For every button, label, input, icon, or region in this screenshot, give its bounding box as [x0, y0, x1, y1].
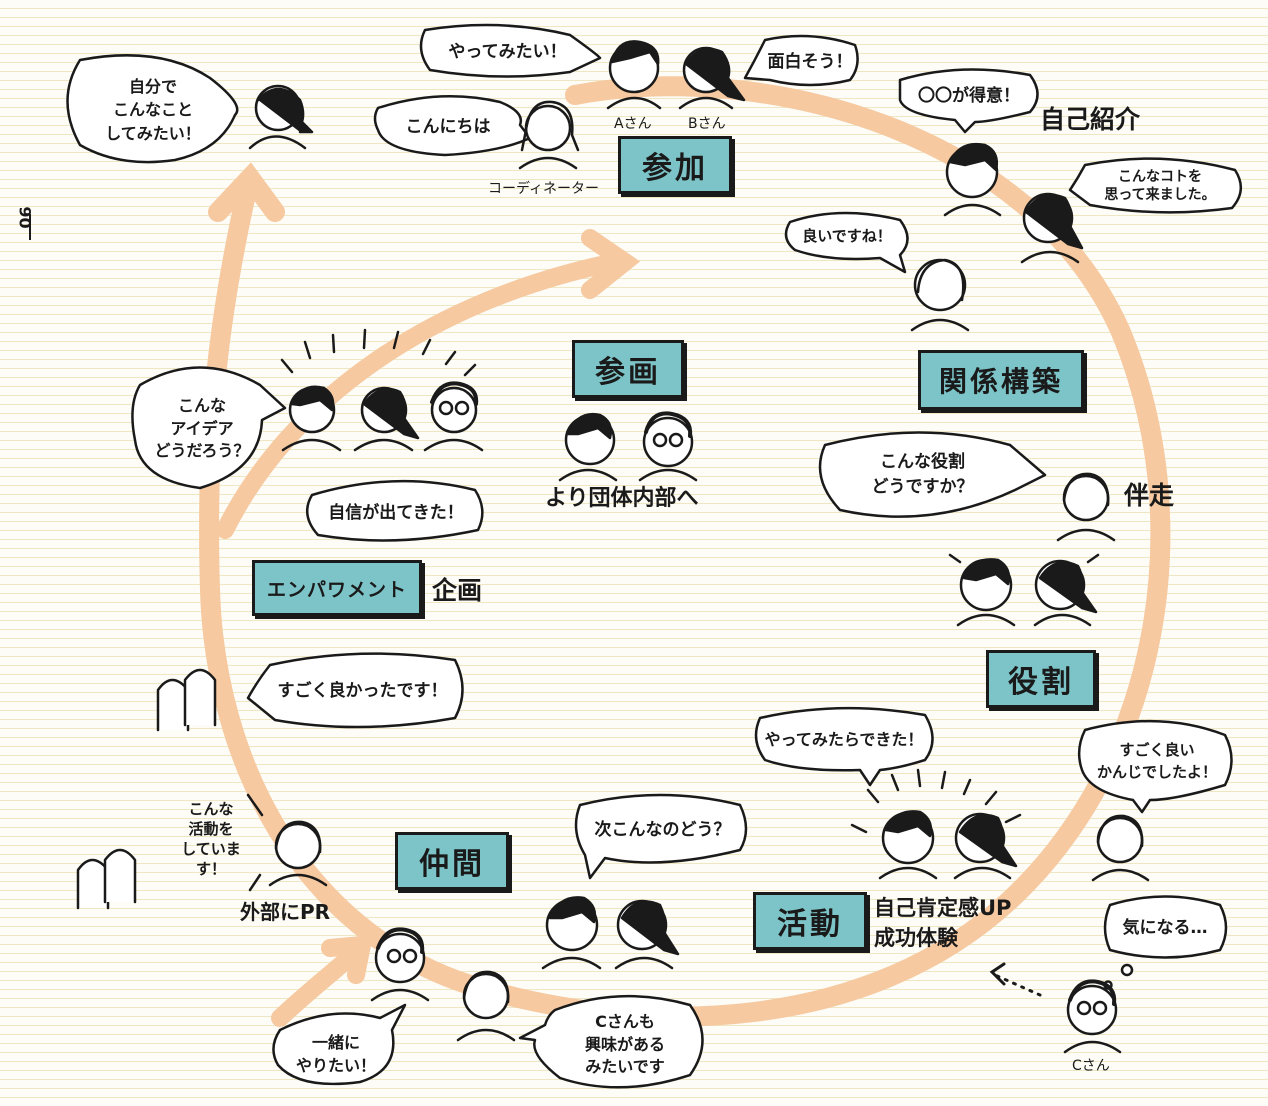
bubble-ki-ni-naru-shape [1103, 895, 1228, 959]
bubble-omotte-shape [1068, 157, 1242, 214]
label-b-san: Bさん [688, 116, 726, 132]
label-a-san: Aさん [614, 116, 652, 132]
person-back-view [910, 258, 970, 332]
arrow-inner-head [581, 229, 641, 299]
label-coordinator: コーディネーター [488, 181, 600, 197]
person-trio-left [281, 385, 342, 452]
bubble-yatte-mitara: やってみたらできた！ [764, 730, 924, 750]
stage-empowerment: エンパワメント [252, 560, 422, 616]
person-nakama-man [541, 896, 602, 970]
bubble-ii-desu-ne-shape [784, 211, 909, 274]
stage-sanka: 参加 [618, 136, 732, 194]
bubble-tokui: 〇〇が得意！ [918, 85, 1020, 106]
stage-yakuwari: 役割 [986, 650, 1096, 708]
arrow-bottom [271, 941, 367, 1027]
dotted-pointer-head [989, 962, 1006, 986]
bubble-tsugi-konna: 次こんなのどう？ [594, 819, 731, 840]
speech-bubbles [66, 23, 1242, 1089]
bubble-konna-yakuwari: こんな役割 どうですか？ [871, 452, 974, 497]
person-sankaku-right [638, 411, 698, 482]
bubble-yatte-mitara-shape [754, 706, 934, 787]
person-c-san [1063, 979, 1122, 1054]
excitement-marks [246, 328, 1100, 892]
bubble-sugoku-yokatta-shape [246, 652, 464, 729]
bubble-sugoku-ii-kanji-shape [1077, 719, 1233, 814]
bubble-konnichiwa: こんにちは [405, 116, 491, 137]
person-sankaku-left [558, 412, 618, 482]
arrow-bottom-head [321, 934, 374, 984]
stage-kankei-kouchiku: 関係構築 [918, 350, 1084, 410]
bubble-issho-ni: 一緒に やりたい！ [295, 1032, 376, 1075]
label-kikaku: 企画 [432, 576, 483, 605]
bubble-omoshirosou: 面白そう！ [767, 51, 853, 72]
bubble-c-san-mo-shape [518, 994, 704, 1089]
bubble-ki-ni-naru: 気になる… [1122, 917, 1208, 938]
person-a-san [606, 40, 662, 110]
person-yakuwari-man [956, 558, 1016, 627]
bubble-konnichiwa-shape [373, 94, 532, 157]
person-bottom-coordinator [456, 970, 516, 1042]
ghost-people-pair-lower [76, 848, 137, 910]
bubble-yatte-mitai: やってみたい！ [448, 41, 567, 62]
bubble-omotte-kimashita: こんなコトを 思って来ました。 [1104, 168, 1216, 203]
person-right-coordinator [1091, 814, 1150, 882]
bubble-jishin: 自信が出てきた！ [328, 502, 464, 523]
label-bansou: 伴走 [1124, 481, 1175, 510]
person-self-intro-woman [1020, 192, 1084, 264]
label-gaibu-pr: 外部にPR [240, 900, 331, 924]
bubble-konna-katsudou: こんな 活動を しています！ [181, 799, 241, 879]
inner-arc [216, 253, 624, 539]
page-number-bar [29, 214, 31, 240]
person-glasses-bottom [370, 927, 430, 1002]
ghost-people-pair-upper [156, 668, 217, 732]
people [76, 40, 1150, 1054]
bubble-sugoku-yokatta: すごく良かったです！ [277, 680, 448, 701]
person-b-san [678, 46, 746, 110]
label-jiko-koutei: 自己肯定感UP [874, 896, 1012, 920]
bubble-jibun-de: 自分で こんなこと してみたい！ [105, 77, 201, 143]
person-trio-right [423, 381, 484, 452]
person-top-left-woman [248, 84, 314, 150]
person-bansou-coordinator [1056, 472, 1116, 542]
bubble-omoshirosou-shape [743, 34, 859, 87]
bubble-konna-yakuwari-shape [818, 431, 1047, 518]
bubble-sugoku-ii-kanji: すごく良い かんじでしたよ！ [1096, 741, 1217, 781]
bubble-tokui-shape [898, 68, 1039, 134]
person-katsudou-man [878, 810, 938, 880]
thought-dot-1 [1120, 963, 1134, 977]
stage-sankaku: 参画 [572, 340, 684, 398]
bubble-konna-idea-shape [131, 366, 287, 490]
person-self-intro-man [943, 142, 1002, 217]
bubble-jibun-de-shape [66, 54, 239, 164]
person-nakama-woman [614, 899, 680, 970]
arrow-top-left-head [208, 162, 285, 222]
page-number: 90 [15, 206, 35, 229]
bubble-yatte-mitai-shape [419, 23, 602, 78]
label-seikou-taiken: 成功体験 [874, 926, 958, 950]
dotted-pointer [993, 973, 1042, 997]
person-yakuwari-woman [1033, 559, 1098, 627]
person-trio-middle [353, 386, 420, 452]
label-c-san: Cさん [1072, 1058, 1110, 1074]
bubble-konna-idea: こんな アイデア どうだろう？ [154, 396, 250, 461]
bubble-c-san-mo: Cさんも 興味がある みたいです [584, 1012, 665, 1077]
bubble-issho-ni-shape [272, 1003, 407, 1086]
stage-katsudou: 活動 [753, 892, 867, 950]
label-jiko-shoukai: 自己紹介 [1040, 105, 1141, 134]
person-pr-coordinator [268, 820, 328, 887]
person-coordinator [518, 100, 580, 170]
bubble-tsugi-konna-shape [574, 793, 748, 880]
person-katsudou-woman [953, 812, 1018, 880]
label-yori-dantai: より団体内部へ [545, 486, 699, 511]
bubble-ii-desu-ne: 良いですね！ [802, 227, 892, 246]
stage-nakama: 仲間 [395, 832, 509, 890]
bubble-jishin-shape [305, 479, 484, 542]
